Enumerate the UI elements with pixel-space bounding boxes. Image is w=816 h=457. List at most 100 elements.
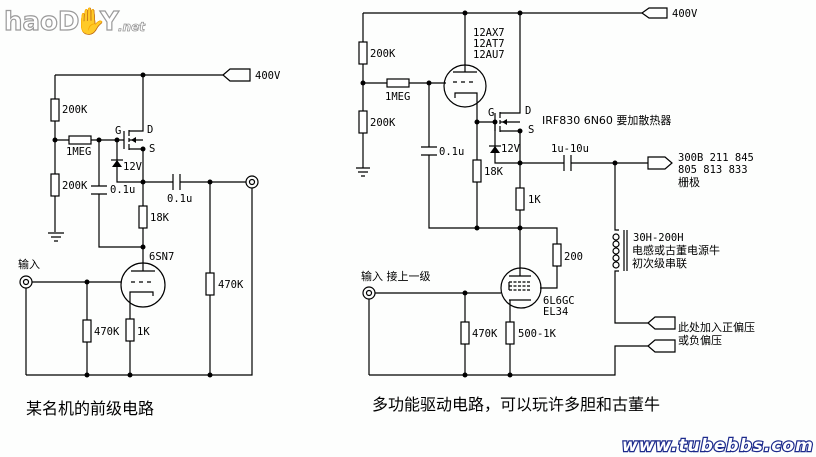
right-r-load — [472, 159, 482, 183]
inductor-coil — [612, 247, 620, 255]
left-r-bottom — [50, 173, 60, 197]
right-r-grid-label: 470K — [472, 328, 498, 340]
right-ground-icon — [356, 167, 370, 177]
logo-text-tail: Y — [99, 7, 120, 37]
right-zener-wire — [494, 122, 520, 164]
right-r-top-label: 200K — [370, 48, 396, 60]
right-mosfet-s-label: S — [528, 124, 534, 136]
right-tube2-type-2: EL34 — [543, 306, 568, 318]
inductor-core — [623, 230, 628, 271]
left-mosfet-g-label: G — [115, 125, 121, 137]
right-r-grid — [460, 321, 470, 345]
right-mosfet-d-label: D — [525, 105, 531, 117]
left-r-out — [205, 272, 215, 296]
right-inductor-note-1: 30H-200H — [633, 232, 684, 244]
right-r-cathode — [505, 321, 515, 345]
logo-text-main: haoD — [4, 7, 80, 37]
hand-icon: ✋ — [74, 6, 106, 37]
left-cap-out-label: 0.1u — [167, 193, 192, 205]
tubebbs-watermark: www.tubebbs.com — [622, 436, 814, 456]
left-mosfet-s-label: S — [149, 143, 155, 155]
right-input-label: 输入 接上一级 — [361, 269, 431, 283]
junction-dot — [517, 128, 523, 134]
left-circuit: 400V 200K 200K 1MEG 0.1u G D S 12V — [18, 68, 281, 418]
right-r-top — [358, 41, 368, 65]
right-bias-wire — [369, 345, 648, 376]
left-r-grid — [82, 319, 92, 343]
left-r-gate — [68, 135, 92, 145]
right-zener-label: 12V — [501, 143, 521, 155]
right-tube-6l6gc — [500, 267, 542, 309]
left-output-jack — [245, 175, 259, 189]
left-mosfet-gate — [117, 131, 125, 149]
right-output-note-2: 805 813 833 — [678, 164, 748, 176]
haodiy-logo: haoD ✋ Y .net — [3, 5, 146, 37]
inductor-coil — [612, 254, 620, 262]
left-supply-terminal — [222, 68, 251, 82]
right-r-source — [515, 187, 525, 211]
right-input-wire — [368, 292, 501, 375]
right-tube-type-3: 12AU7 — [473, 49, 505, 61]
left-zener-diode — [112, 160, 122, 167]
right-r-gate-label: 1MEG — [385, 91, 410, 103]
right-mosfet-arrow — [502, 119, 507, 125]
left-input-jack — [19, 275, 33, 289]
left-tube-plate — [131, 263, 155, 272]
right-bias-terminal-2 — [647, 339, 676, 353]
left-r-load-label: 18K — [150, 212, 170, 224]
left-mosfet-d-label: D — [147, 124, 153, 136]
right-mosfet-g-label: G — [488, 107, 494, 119]
left-supply-label: 400V — [255, 70, 281, 82]
right-supply-terminal — [640, 7, 668, 19]
right-caption: 多功能驱动电路，可以玩许多胆和古董牛 — [372, 395, 660, 414]
right-circuit: 400V 200K 200K 1MEG 0.1u 12AX7 12AT7 12A… — [356, 7, 755, 414]
left-r-load — [138, 205, 148, 229]
left-r-grid-label: 470K — [94, 326, 120, 338]
inductor-coil — [612, 233, 620, 241]
left-input-wire — [25, 281, 121, 375]
left-cap-bypass-label: 0.1u — [110, 184, 135, 196]
left-output-jack-center — [248, 178, 256, 186]
left-r-cathode-label: 1K — [137, 326, 150, 338]
right-supply-label: 400V — [672, 8, 698, 20]
right-r-source-label: 1K — [528, 194, 541, 206]
right-inductor-note-3: 初次级串联 — [632, 256, 687, 270]
left-tube-label: 6SN7 — [149, 251, 174, 263]
left-cap-out — [172, 174, 181, 190]
inductor-coil — [612, 240, 620, 248]
right-cap-bypass-label: 0.1u — [439, 146, 464, 158]
junction-dot — [84, 372, 90, 378]
right-output-note-1: 300B 211 845 — [678, 152, 754, 164]
right-bias-note-2: 或负偏压 — [678, 333, 722, 347]
inductor-coil — [612, 261, 620, 269]
left-r-gate-label: 1MEG — [66, 146, 91, 158]
left-input-jack-center — [22, 278, 30, 286]
right-output-note-3: 栅极 — [678, 175, 700, 189]
right-cap-out — [563, 155, 572, 171]
junction-dot — [207, 372, 213, 378]
right-bias-note-1: 此处加入正偏压 — [678, 320, 755, 334]
left-ground-icon — [48, 232, 64, 242]
right-output-terminal — [647, 156, 673, 170]
right-r-bottom — [358, 110, 368, 134]
junction-dot — [507, 372, 513, 378]
left-r-bottom-label: 200K — [62, 180, 88, 192]
right-cap-bypass — [421, 146, 437, 156]
right-mosfet-note: IRF830 6N60 要加散热器 — [542, 113, 671, 127]
right-tube2-plate — [509, 228, 531, 277]
left-input-label: 输入 — [18, 257, 40, 271]
left-cap-bypass — [91, 185, 107, 195]
left-mosfet-arrow — [131, 137, 136, 143]
left-r-top — [50, 98, 60, 122]
right-r-screen — [552, 243, 562, 267]
left-r-top-label: 200K — [62, 104, 88, 116]
junction-dot — [462, 372, 468, 378]
right-tube2-type-1: 6L6GC — [543, 295, 575, 307]
left-output-return — [26, 188, 253, 376]
right-zener-diode — [490, 146, 500, 153]
junction-dot — [474, 225, 480, 231]
right-input-jack-center — [365, 289, 373, 297]
right-r-load-label: 18K — [484, 166, 504, 178]
